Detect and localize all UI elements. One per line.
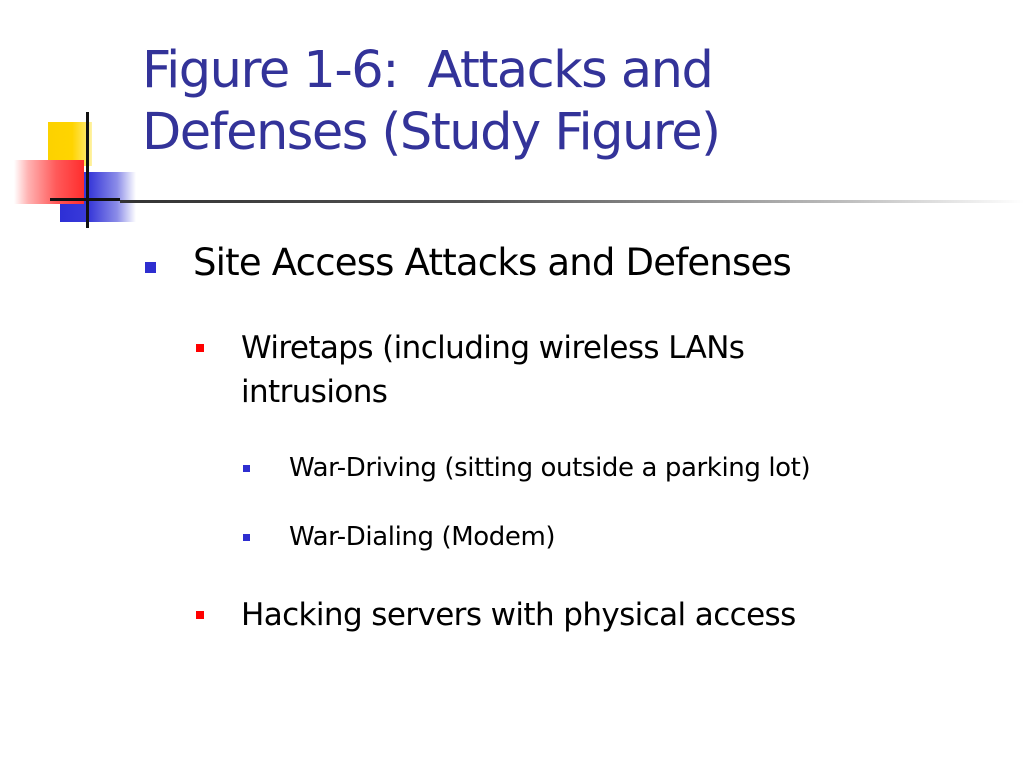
logo-red-square (14, 160, 84, 204)
logo-vertical-line (86, 112, 89, 228)
square-bullet-icon (196, 344, 204, 352)
square-bullet-icon (145, 262, 156, 273)
logo-horizontal-line (50, 198, 120, 201)
bullet-text: War-Driving (sitting outside a parking l… (289, 453, 811, 483)
square-bullet-icon (196, 611, 204, 619)
logo-yellow-square (48, 122, 92, 166)
crosshair-logo-icon (0, 0, 150, 240)
title-divider (120, 200, 1024, 203)
square-bullet-icon (243, 534, 250, 541)
bullet-text: Site Access Attacks and Defenses (193, 241, 792, 284)
bullet-text: Hacking servers with physical access (241, 597, 796, 633)
bullet-text: War-Dialing (Modem) (289, 522, 556, 552)
slide-title: Figure 1-6: Attacks and Defenses (Study … (142, 41, 721, 162)
bullet-text: Wiretaps (including wireless LANs intrus… (241, 330, 745, 410)
square-bullet-icon (243, 465, 250, 472)
